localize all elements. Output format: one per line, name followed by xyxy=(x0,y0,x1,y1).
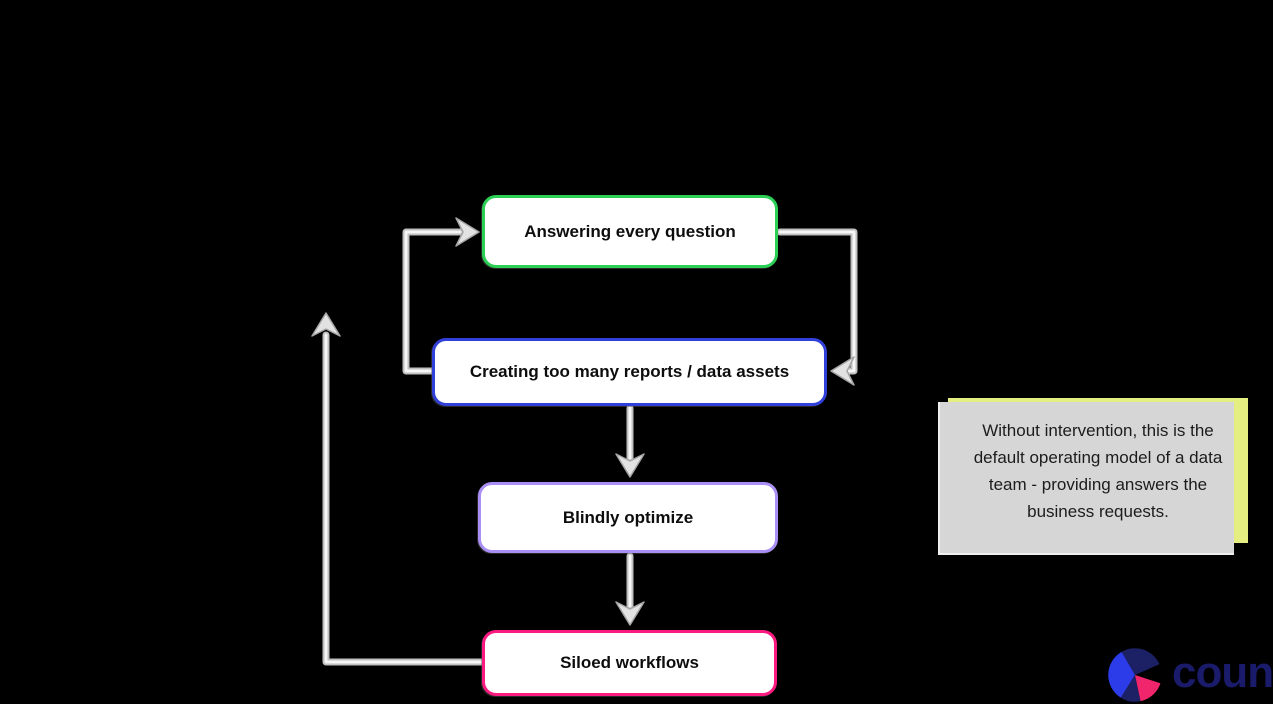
node-label: Siloed workflows xyxy=(560,653,699,672)
count-wordmark: count xyxy=(1172,648,1273,697)
node-label: Blindly optimize xyxy=(562,507,694,527)
node-label: Answering every question xyxy=(524,221,736,241)
arrowhead-down-icon xyxy=(615,601,645,626)
sticky-note-text: Without intervention, this is the defaul… xyxy=(973,420,1223,521)
flowchart-node-answering-every-question: Answering every question xyxy=(482,195,778,268)
arrowhead-up-icon xyxy=(311,312,341,337)
flowchart-node-blindly-optimize: Blindly optimize xyxy=(478,482,778,553)
flowchart-node-siloed-workflows: Siloed workflows xyxy=(482,630,777,696)
arrowhead-down-icon xyxy=(615,453,645,478)
sticky-note: Without intervention, this is the defaul… xyxy=(938,398,1248,555)
arrowhead-right-icon xyxy=(455,217,480,247)
node-label: Creating too many reports / data assets xyxy=(469,362,790,381)
arrowhead-left-icon xyxy=(830,356,855,386)
count-logo: count xyxy=(1106,646,1273,704)
connector-reports-to-optimize xyxy=(615,404,645,478)
flowchart-node-too-many-reports: Creating too many reports / data assets xyxy=(432,338,827,406)
connector-optimize-to-siloed xyxy=(615,552,645,626)
count-logo-icon xyxy=(1108,648,1161,702)
